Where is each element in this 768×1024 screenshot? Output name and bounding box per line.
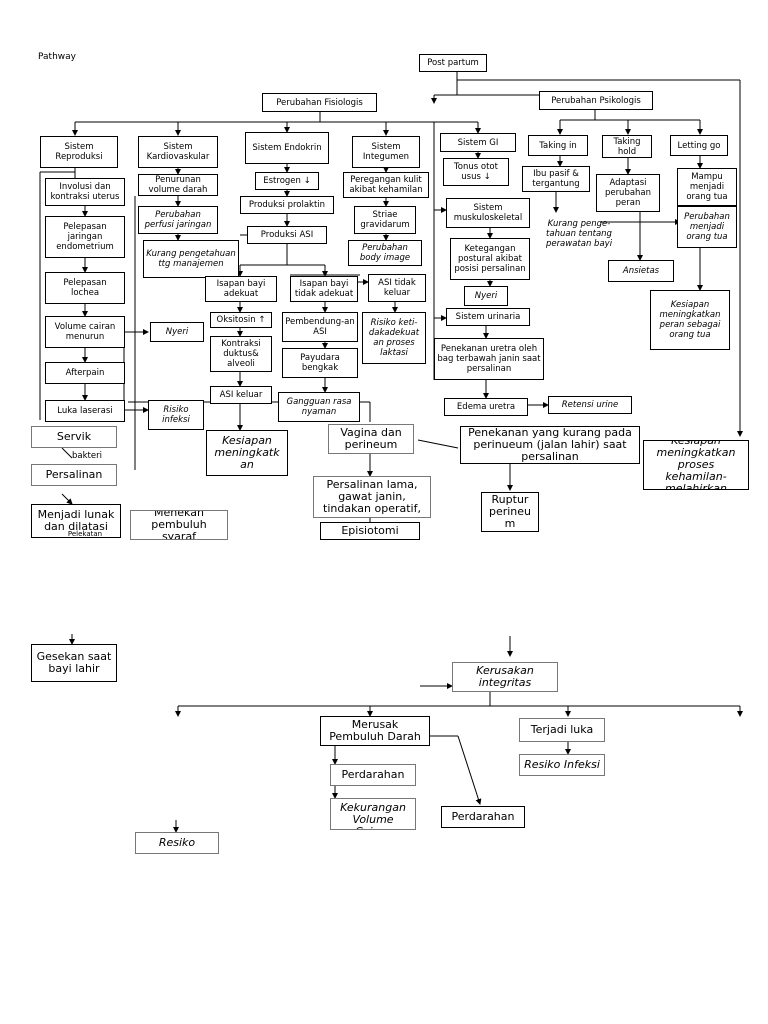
- node-adaptasi: Adaptasi perubahan peran: [596, 174, 660, 212]
- node-oksitosin: Oksitosin ↑: [210, 312, 272, 328]
- node-perubahan-perfusi: Perubahan perfusi jaringan: [138, 206, 218, 234]
- node-gangguan-rasa-nyaman: Gangguan rasa nyaman: [278, 392, 360, 422]
- node-perdarahan-1: Perdarahan: [330, 764, 416, 786]
- node-retensi-urine: Retensi urine: [548, 396, 632, 414]
- node-edema-uretra: Edema uretra: [444, 398, 528, 416]
- node-asi-keluar: ASI keluar: [210, 386, 272, 404]
- node-post-partum: Post partum: [419, 54, 487, 72]
- node-sistem-endokrin: Sistem Endokrin: [245, 132, 329, 164]
- node-perubahan-body-image: Perubahan body image: [348, 240, 422, 266]
- node-terjadi-luka: Terjadi luka: [519, 718, 605, 742]
- node-sistem-gi: Sistem GI: [440, 133, 516, 152]
- node-afterpain: Afterpain: [45, 362, 125, 384]
- node-penekanan-uretra: Penekanan uretra oleh bag terbawah janin…: [434, 338, 544, 380]
- node-isapan-tidak-adekuat: Isapan bayi tidak adekuat: [290, 276, 358, 302]
- node-resiko-kekurangan: Resiko Kekurangan Volume Cairan: [330, 798, 416, 830]
- node-pelepasan-jaringan: Pelepasan jaringan endometrium: [45, 216, 125, 258]
- node-sistem-urinaria: Sistem urinaria: [446, 308, 530, 326]
- node-merusak-pembuluh: Merusak Pembuluh Darah: [320, 716, 430, 746]
- node-resiko-bottom: Resiko: [135, 832, 219, 854]
- node-sistem-muskuloskeletal: Sistem muskuloskeletal: [446, 198, 530, 228]
- node-persalinan-lama: Persalinan lama, gawat janin, tindakan o…: [313, 476, 431, 518]
- node-ansietas: Ansietas: [608, 260, 674, 282]
- node-sistem-integumen: Sistem Integumen: [352, 136, 420, 168]
- node-episiotomi: Episiotomi: [320, 522, 420, 540]
- node-taking-hold: Taking hold: [602, 135, 652, 158]
- node-perubahan-psikologis: Perubahan Psikologis: [539, 91, 653, 110]
- node-risiko-infeksi-top: Risiko infeksi: [148, 400, 204, 430]
- node-asi-tidak-keluar: ASI tidak keluar: [368, 274, 426, 302]
- node-produksi-prolaktin: Produksi prolaktin: [240, 196, 334, 214]
- node-pelepasan-lochea: Pelepasan lochea: [45, 272, 125, 304]
- node-menekan-pembuluh: Menekan pembuluh syaraf: [130, 510, 228, 540]
- node-gesekan: Gesekan saat bayi lahir: [31, 644, 117, 682]
- node-striae: Striae gravidarum: [354, 206, 416, 234]
- node-perubahan-menjadi-ortu: Perubahan menjadi orang tua: [677, 206, 737, 248]
- node-letting-go: Letting go: [670, 135, 728, 156]
- node-sistem-kardiovaskular: Sistem Kardiovaskular: [138, 136, 218, 168]
- node-volume-cairan: Volume cairan menurun: [45, 316, 125, 348]
- node-kesiapan-menyusui: Kesiapan meningkatk an: [206, 430, 288, 476]
- node-produksi-asi: Produksi ASI: [247, 226, 327, 244]
- node-persalinan: Persalinan: [31, 464, 117, 486]
- node-ketegangan-postural: Ketegangan postural akibat posisi persal…: [450, 238, 530, 280]
- node-luka-laserasi: Luka laserasi: [45, 400, 125, 422]
- node-mampu-menjadi: Mampu menjadi orang tua: [677, 168, 737, 206]
- node-pembendungan: Pembendung-an ASI: [282, 312, 358, 342]
- node-payudara-bengkak: Payudara bengkak: [282, 348, 358, 378]
- node-kerusakan-integritas: Kerusakan integritas: [452, 662, 558, 692]
- node-involusi: Involusi dan kontraksi uterus: [45, 178, 125, 206]
- node-estrogen: Estrogen ↓: [255, 172, 319, 190]
- node-perdarahan-2: Perdarahan: [441, 806, 525, 828]
- node-tonus-otot: Tonus otot usus ↓: [443, 158, 509, 186]
- node-pelekatan: Pelekatan: [67, 530, 103, 538]
- node-kesiapan-kehamilan: Kesiapan meningkatkan proses kehamilan-m…: [643, 440, 749, 490]
- node-penekanan-perineum: Penekanan yang kurang pada perinueum (ja…: [460, 426, 640, 464]
- node-ruptur-perineum: Ruptur perineu m: [481, 492, 539, 532]
- node-kesiapan-peran: Kesiapan meningkatkan peran sebagai oran…: [650, 290, 730, 350]
- node-kurang-pengetahuan-mgmt: Kurang pengetahuan ttg manajemen: [143, 240, 239, 278]
- node-risiko-ketidakadekuatan: Risiko keti-dakadekuat an proses laktasi: [362, 312, 426, 364]
- node-resiko-infeksi: Resiko Infeksi: [519, 754, 605, 776]
- node-isapan-adekuat: Isapan bayi adekuat: [205, 276, 277, 302]
- page-title: Pathway: [38, 52, 76, 62]
- node-bakteri: bakteri: [72, 451, 102, 461]
- node-kurang-pengetahuan-tentang: Kurang penge-tahuan tentang perawatan ba…: [545, 219, 613, 249]
- node-penurunan-volume: Penurunan volume darah: [138, 174, 218, 196]
- node-taking-in: Taking in: [528, 135, 588, 156]
- node-servik: Servik: [31, 426, 117, 448]
- node-ibu-pasif: Ibu pasif & tergantung: [522, 166, 590, 192]
- node-perubahan-fisiologis: Perubahan Fisiologis: [262, 93, 377, 112]
- node-nyeri-gi: Nyeri: [464, 286, 508, 306]
- node-peregangan-kulit: Peregangan kulit akibat kehamilan: [343, 172, 429, 198]
- node-sistem-reproduksi: Sistem Reproduksi: [40, 136, 118, 168]
- node-vagina-perineum: Vagina dan perineum: [328, 424, 414, 454]
- node-kontraksi-duktus: Kontraksi duktus& alveoli: [210, 336, 272, 372]
- node-nyeri-left: Nyeri: [150, 322, 204, 342]
- node-menjadi-lunak: Menjadi lunak dan dilatasi: [31, 504, 121, 538]
